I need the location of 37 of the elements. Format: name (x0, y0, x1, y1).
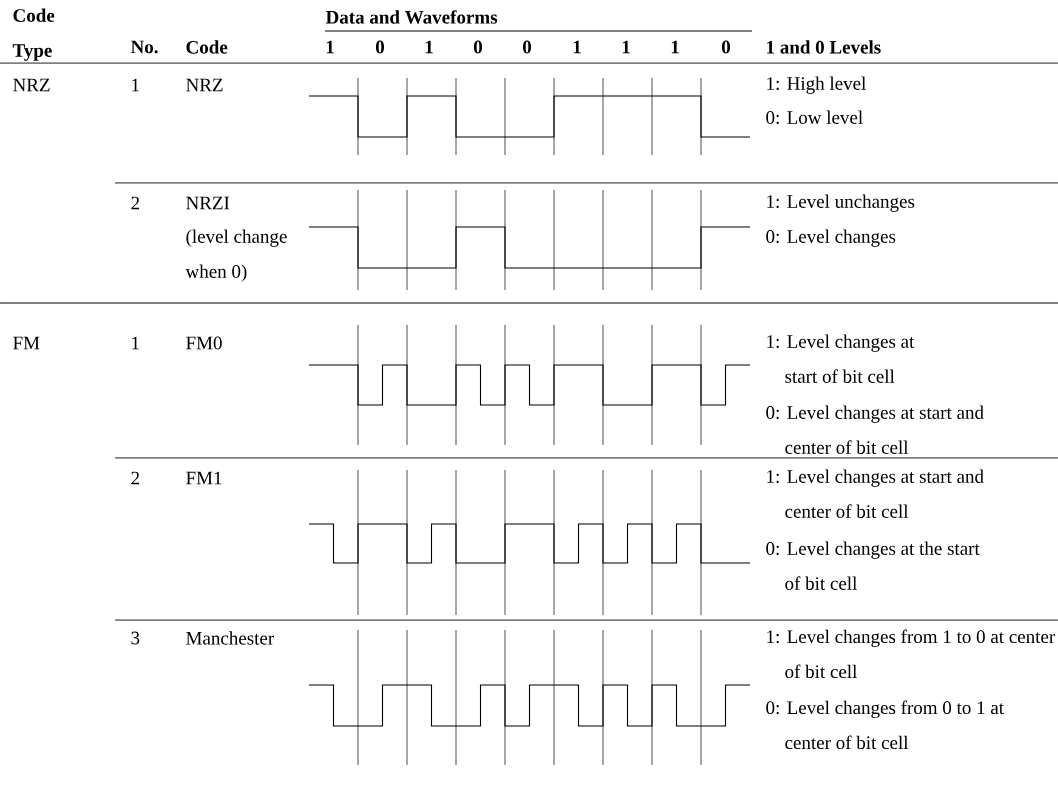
table-cell-text: 0: Low level (766, 110, 863, 124)
table-cell-text: NRZ (13, 78, 50, 92)
table-cell-text: 1 (326, 40, 334, 54)
table-cell-text: 0 (474, 40, 482, 54)
table-cell-text: 0: Level changes at start and center of bit cell (766, 405, 984, 454)
table-cell-text: 1 (425, 40, 433, 54)
table-cell-text: FM1 (186, 471, 222, 485)
table-cell-text: 3 (131, 631, 140, 645)
table-cell-text: Code (186, 40, 228, 54)
table-cell-text: 1: High level (767, 76, 866, 94)
table-cell-text: 1 (573, 40, 581, 54)
table-cell-text: 0: Level changes at the start of bit cell (766, 541, 980, 590)
table-cell-text: Code Type (12, 8, 55, 61)
table-cell-text: 1 (671, 40, 679, 54)
table-cell-text: 0 (722, 40, 730, 54)
table-cell-text: FM (13, 336, 40, 350)
table-cell-text: 2 (131, 471, 139, 485)
table-cell-text: 2 (131, 196, 139, 210)
table-cell-text: 1 and 0 Levels (767, 40, 881, 54)
table-cell-text: FM0 (186, 336, 222, 350)
table-cell-text: 1: Level changes at start of bit cell (767, 334, 915, 383)
table-cell-text: 1: Level changes from 1 to 0 at center of bit cell (767, 629, 1056, 679)
table-cell-text: Data and Waveforms (325, 10, 498, 24)
table-cell-text: 1 (622, 40, 630, 54)
table-cell-text: 0 (376, 40, 384, 54)
table-cell-text: 1 (132, 336, 139, 350)
table-cell-text: 0: Level changes (766, 229, 896, 247)
table-cell-text: 0: Level changes from 0 to 1 at center of bit cell (766, 700, 1004, 750)
table-cell-text: 1 (132, 78, 139, 92)
table-cell-text: 1: Level changes at start and center of bit cell (767, 469, 984, 518)
table-cell-text: 0 (523, 40, 531, 54)
table-cell-text: NRZI (186, 196, 230, 210)
table-cell-text: 1: Level unchanges (767, 194, 915, 212)
table-cell-text: NRZ (186, 78, 223, 92)
table-cell-text: No. (130, 40, 158, 54)
table-cell-text: Manchester (186, 631, 275, 645)
table-cell-text: (level change when 0) (185, 229, 287, 282)
